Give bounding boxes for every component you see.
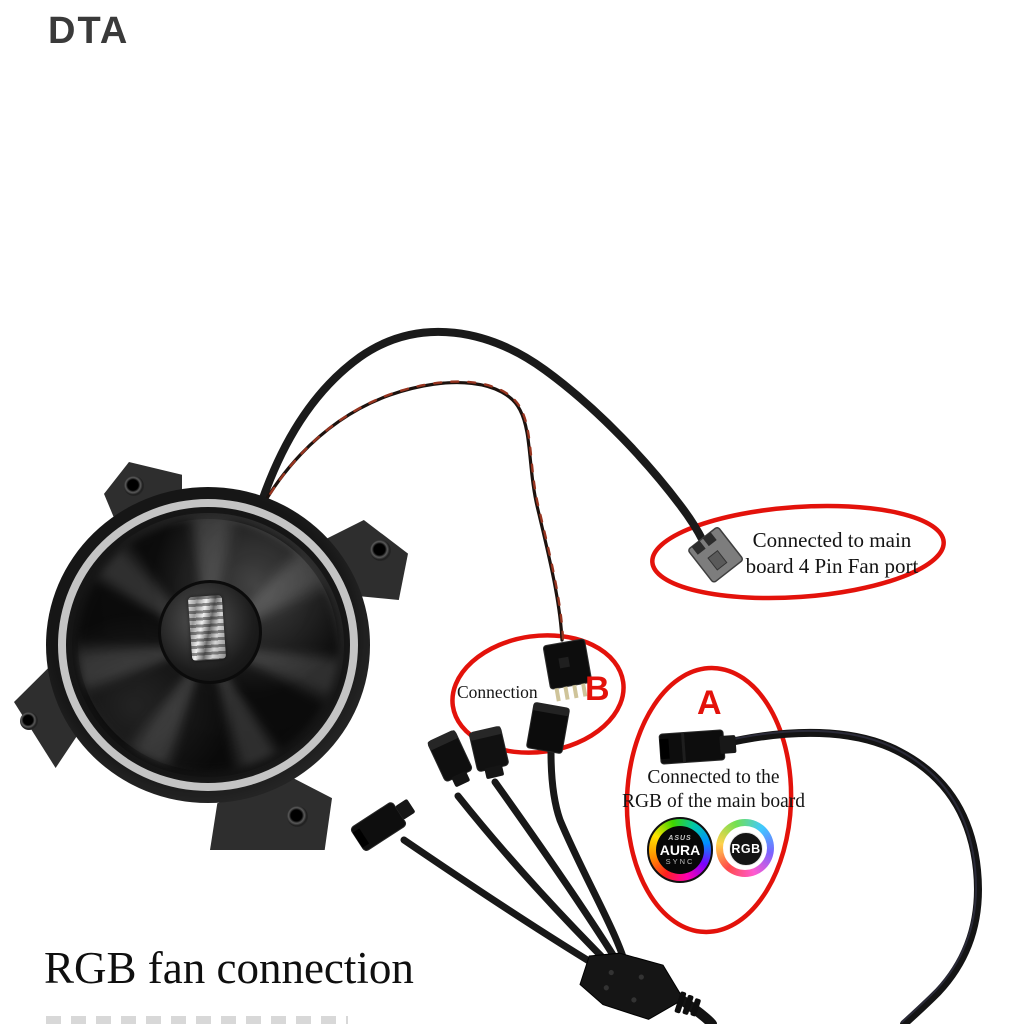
rgb-header-loop-cable: [718, 728, 982, 1024]
aura-title-text: AURA: [659, 841, 701, 858]
splitter-hub-icon: [579, 952, 701, 1020]
splitter-output-cable: [677, 995, 717, 1024]
rgb-twisted-wire-red-strand: [245, 380, 565, 641]
rgb-header-plug-icon: [658, 729, 737, 765]
rgb-header-annotation-line2: RGB of the main board: [621, 790, 806, 812]
aura-sync-badge-icon: ASUS AURA SYNC: [647, 817, 713, 883]
callout-ellipse-fan-port: [650, 503, 946, 601]
4pin-fan-plug-icon: [688, 526, 744, 583]
screw-hole-icon: [20, 712, 38, 730]
callout-ellipse-a: [624, 665, 794, 935]
callout-letter-a: A: [697, 684, 722, 722]
rgb-badge-text: RGB: [731, 842, 761, 856]
watermark-brand-logo: DTA: [48, 10, 130, 52]
fan-led-halo-ring: [58, 499, 358, 791]
screw-hole-icon: [124, 476, 144, 496]
rgb-header-annotation-line1: Connected to the: [647, 767, 780, 788]
image-caption-title: RGB fan connection: [44, 943, 414, 993]
splitter-connector-mid2-icon: [469, 726, 509, 779]
4pin-rgb-female-plug-icon: [526, 702, 570, 754]
rgb-header-loop-sheen: [719, 729, 977, 1023]
hub-brand-emblem-icon: [187, 594, 227, 662]
cropped-text-line: [46, 1016, 348, 1024]
callout-letter-b: B: [585, 670, 610, 708]
screw-hole-icon: [287, 806, 308, 827]
fan-port-annotation-line2: board 4 Pin Fan port: [745, 553, 919, 578]
splitter-branch-cables: [400, 748, 632, 979]
rgb-badge-icon: RGB: [716, 819, 774, 877]
fan-power-cable: [248, 327, 707, 545]
screw-hole-icon: [370, 540, 391, 561]
aura-brand-text: ASUS: [668, 834, 692, 842]
fan-port-annotation: Connected to main board 4 Pin Fan port: [712, 528, 952, 579]
4pin-rgb-male-plug-icon: [542, 638, 593, 702]
aura-subtitle-text: SYNC: [665, 856, 695, 866]
splitter-connector-mid1-icon: [427, 730, 473, 787]
aura-sync-badge-center: ASUS AURA SYNC: [656, 826, 704, 874]
splitter-connector-left-icon: [350, 799, 415, 851]
rgb-header-annotation: Connected to the RGB of the main board: [606, 766, 821, 814]
fan-port-annotation-line1: Connected to main: [752, 528, 912, 552]
rgb-badge-center: RGB: [729, 832, 763, 866]
connection-label: Connection: [457, 682, 538, 702]
